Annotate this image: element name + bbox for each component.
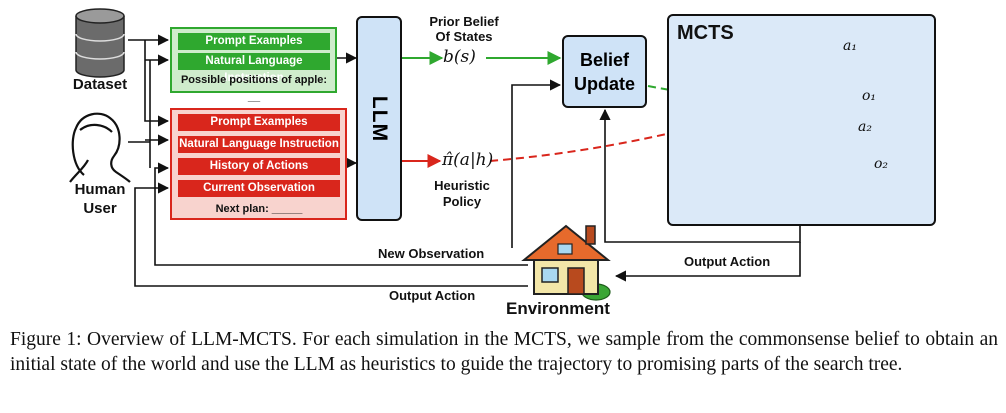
heuristic-label-line1: Heuristic <box>434 178 490 193</box>
red-instruction: Natural Language Instruction <box>178 136 340 153</box>
action-history-arrow <box>134 182 528 287</box>
prior-belief-label-line1: Prior Belief <box>429 14 499 29</box>
figure-caption: Figure 1: Overview of LLM-MCTS. For each… <box>10 329 998 375</box>
edge-label-o2: o₂ <box>874 156 889 172</box>
heuristic-label-line2: Policy <box>442 194 482 209</box>
output-action-right-label: Output Action <box>684 254 771 269</box>
policy-symbol: π̂(a|h) <box>442 150 494 170</box>
green-prompt-examples: Prompt Examples <box>178 33 330 50</box>
commonsense-prompt-panel: Prompt Examples Natural Language Instruc… <box>170 27 337 103</box>
dataset-label: Dataset <box>72 76 128 93</box>
user-connectors <box>128 60 151 168</box>
observation-to-update-arrow <box>511 79 562 248</box>
mcts-block: MCTS <box>667 14 936 226</box>
red-query: Next plan: _____ <box>215 203 303 215</box>
belief-update-line1: Belief <box>579 49 629 70</box>
green-query: Possible positions of apple: __ <box>180 74 328 103</box>
policy-prompt-panel: Prompt Examples Natural Language Instruc… <box>170 108 347 220</box>
edge-label-o1: o₁ <box>862 88 877 104</box>
prior-belief-label-line2: Of States <box>435 29 493 44</box>
belief-symbol: b(s) <box>443 47 476 67</box>
belief-update-block: Belief Update <box>562 35 647 108</box>
llm-label: LLM <box>368 95 391 142</box>
belief-update-line2: Update <box>573 73 635 94</box>
mcts-title: MCTS <box>677 22 734 44</box>
user-label-line2: User <box>83 200 117 217</box>
new-observation-label: New Observation <box>378 246 485 261</box>
llm-block: LLM <box>356 16 402 221</box>
output-action-to-env-arrow <box>614 242 801 282</box>
mcts-to-update-arrow <box>599 108 801 243</box>
policy-to-tree-arrow <box>489 126 686 162</box>
house-icon <box>521 224 611 301</box>
human-user-icon <box>69 112 131 183</box>
overview-figure: Dataset Human User Prompt Examples Natur… <box>69 8 936 318</box>
green-instruction: Natural Language Instruction <box>178 53 330 84</box>
observation-to-prompt-arrow <box>154 162 528 266</box>
output-action-left-label: Output Action <box>389 288 476 303</box>
edge-label-a2: a₂ <box>858 119 872 135</box>
user-label-line1: Human <box>74 181 126 198</box>
database-icon <box>75 8 125 78</box>
dataset-connectors <box>128 34 170 146</box>
environment-label: Environment <box>506 299 610 318</box>
red-history: History of Actions <box>178 158 340 175</box>
red-observation: Current Observation <box>178 180 340 197</box>
edge-label-a1: a₁ <box>843 38 857 54</box>
red-prompt-examples: Prompt Examples <box>178 114 340 131</box>
